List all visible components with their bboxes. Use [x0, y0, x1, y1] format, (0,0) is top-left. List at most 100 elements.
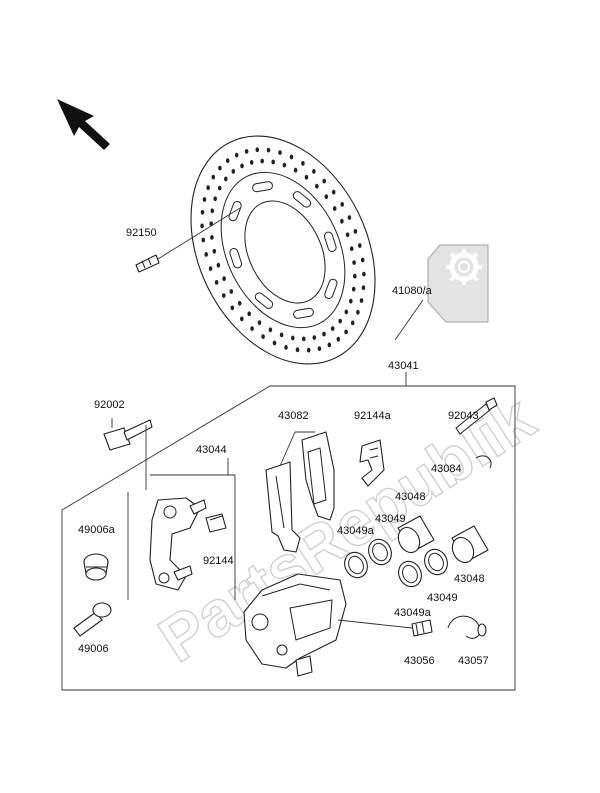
disc-vent-hole — [353, 273, 357, 279]
disc-vent-hole — [295, 347, 300, 353]
disc-vent-hole — [266, 147, 271, 153]
disc-vent-hole — [225, 158, 230, 164]
disc-vent-hole — [317, 346, 322, 351]
callout-43084: 43084 — [431, 463, 462, 475]
disc-vent-hole — [204, 252, 208, 257]
disc-vent-hole — [200, 209, 205, 215]
disc-vent-hole — [289, 154, 294, 160]
disc-vent-hole — [268, 327, 273, 333]
disc-vent-hole — [284, 345, 288, 350]
disc-vent-hole — [332, 206, 337, 211]
disc-vent-hole — [229, 289, 234, 294]
disc-vent-hole — [358, 243, 362, 249]
pistons-and-seals — [344, 515, 489, 588]
disc-vent-hole — [350, 320, 355, 326]
gear-icon[interactable] — [427, 244, 489, 323]
disc-vent-hole — [211, 174, 216, 180]
brake-pads — [265, 431, 335, 553]
disc-vent-hole — [336, 336, 341, 342]
disc-vent-hole — [213, 196, 217, 202]
callout-43049_bot: 43049 — [427, 592, 458, 604]
disc-vent-hole — [249, 160, 254, 165]
disc-vent-hole — [362, 271, 366, 277]
disc-carrier-slot — [324, 278, 338, 300]
disc-vent-hole — [349, 298, 353, 304]
caliper-bolt — [103, 418, 153, 451]
disc-vent-hole — [212, 248, 217, 254]
disc-vent-hole — [218, 165, 222, 171]
disc-vent-hole — [208, 266, 213, 271]
disc-vent-hole — [278, 150, 282, 156]
disc-vent-hole — [224, 176, 228, 182]
disc-vent-hole — [200, 223, 204, 229]
brake-disc — [190, 135, 376, 365]
disc-vent-hole — [312, 335, 317, 340]
callout-43044: 43044 — [196, 444, 227, 456]
pad-pin — [455, 397, 498, 469]
callout-43082: 43082 — [278, 410, 309, 422]
disc-vent-hole — [302, 336, 306, 342]
disc-vent-hole — [271, 159, 276, 165]
disc-vent-hole — [214, 280, 219, 285]
disc-vent-hole — [244, 149, 249, 154]
callout-49006a: 49006a — [78, 524, 116, 536]
disc-vent-hole — [230, 305, 235, 311]
callout-49006: 49006 — [78, 643, 109, 655]
callout-92144: 92144 — [203, 555, 234, 567]
disc-vent-hole — [231, 169, 236, 174]
callout-92043: 92043 — [448, 410, 479, 422]
disc-vent-hole — [261, 334, 265, 339]
disc-vent-hole — [216, 262, 221, 268]
disc-vent-hole — [222, 293, 226, 298]
callout-41080a: 41080/a — [392, 285, 433, 297]
disc-vent-hole — [247, 311, 251, 317]
disc-vent-hole — [322, 178, 327, 184]
disc-vent-hole — [279, 332, 284, 338]
callout-43057: 43057 — [458, 655, 489, 667]
disc-vent-hole — [351, 286, 356, 292]
callout-92144a: 92144a — [354, 410, 392, 422]
bracket-sleeve — [73, 602, 112, 637]
bleeder-valve — [411, 619, 433, 637]
disc-vent-hole — [340, 202, 345, 207]
disc-vent-hole — [340, 218, 344, 224]
callout-43041: 43041 — [388, 360, 419, 372]
front-direction-arrow-icon — [57, 99, 110, 150]
disc-vent-hole — [234, 152, 239, 158]
rubber-boot — [83, 553, 109, 581]
disc-vent-hole — [201, 237, 206, 243]
callout-43049_top: 43049 — [375, 513, 406, 525]
disc-vent-hole — [345, 232, 350, 238]
disc-vent-hole — [222, 276, 226, 282]
disc-vent-hole — [304, 174, 309, 180]
disc-vent-hole — [255, 147, 260, 153]
disc-vent-hole — [250, 326, 254, 331]
disc-vent-hole — [322, 331, 326, 337]
disc-vent-hole — [306, 347, 311, 353]
disc-vent-hole — [260, 158, 265, 164]
disc-vent-hole — [301, 161, 305, 166]
disc-carrier-slot — [252, 181, 273, 193]
disc-vent-hole — [327, 342, 332, 348]
disc-carrier-slot — [292, 191, 312, 208]
anti-rattle-spring — [359, 439, 385, 487]
callout-43056: 43056 — [404, 655, 435, 667]
disc-vent-hole — [240, 163, 244, 169]
disc-vent-hole — [349, 246, 354, 252]
caliper-assembly-frame — [61, 385, 516, 691]
disc-vent-hole — [217, 185, 222, 191]
disc-vent-hole — [331, 189, 336, 195]
pad-spring-clip — [205, 513, 227, 533]
callout-43048_top: 43048 — [395, 491, 426, 503]
disc-carrier-slot — [323, 231, 337, 253]
disc-carrier-slot — [293, 307, 314, 319]
callout-43049a_top: 43049a — [337, 525, 375, 537]
disc-carrier-slot — [229, 247, 243, 269]
disc-vent-hole — [210, 235, 214, 240]
disc-vent-hole — [361, 285, 366, 291]
disc-vent-hole — [291, 335, 295, 341]
disc-vent-hole — [353, 229, 358, 234]
bleeder-cap — [447, 615, 487, 639]
